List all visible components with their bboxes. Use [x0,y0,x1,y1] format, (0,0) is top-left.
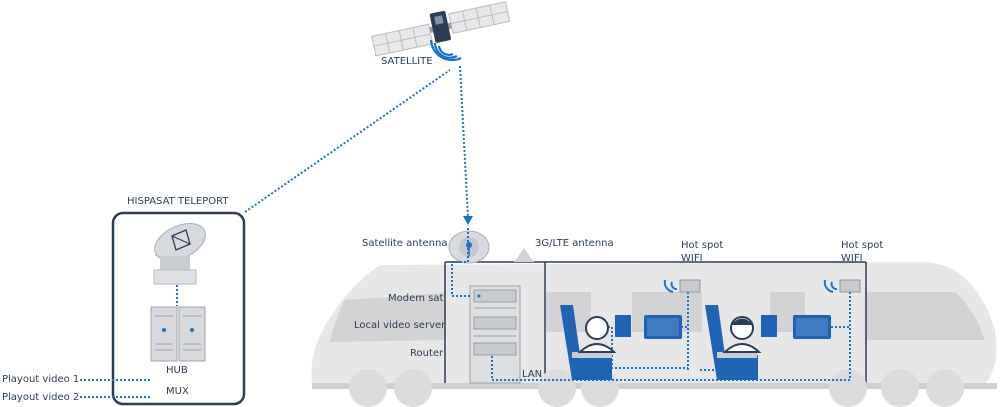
playout-video-2-label: Playout video 2 [2,392,79,403]
lte-antenna-label: 3G/LTE antenna [535,238,614,249]
hotspot-2-label-line1: Hot spot [841,240,883,251]
satellite-icon [371,1,511,62]
playout-video-1-label: Playout video 1 [2,374,79,385]
passenger-male-icon [577,316,617,353]
hotspot-1-label-line1: Hot spot [681,240,723,251]
passenger-female-icon [722,316,762,353]
downlink-line [459,65,473,225]
lte-antenna-icon [514,248,534,262]
hotspot-2-label-line2: WIFI [841,253,863,264]
passenger-seat-2-icon [705,305,758,380]
seatback-screen-2-icon [644,315,682,339]
hotspot-1-label-line2: WIFI [681,253,703,264]
uplink-line [244,69,451,213]
mux-label: MUX [166,386,189,397]
seatback-screen-4-icon [793,315,831,339]
teleport-title: HISPASAT TELEPORT [127,196,229,207]
satellite-label: SATELLITE [381,56,433,67]
wifi-hotspot-icon-2 [823,279,861,293]
passenger-seat-1-icon [560,305,612,380]
train-wheels [349,369,964,407]
equipment-rack-icon [469,285,521,384]
satellite-antenna-label: Satellite antenna [362,238,447,249]
wifi-hotspot-icon-1 [663,279,701,293]
hub-server-icon [150,306,206,362]
lan-label: LAN [522,369,542,380]
modem-label: Modem sat [388,293,444,304]
seatback-screen-3-icon [761,315,777,337]
satellite-dish-icon [153,223,206,285]
hub-label: HUB [166,365,188,376]
satellite-antenna-icon [448,230,490,264]
router-label: Router [410,348,444,359]
video-server-label: Local video server [354,320,446,331]
seatback-screen-1-icon [615,315,631,337]
